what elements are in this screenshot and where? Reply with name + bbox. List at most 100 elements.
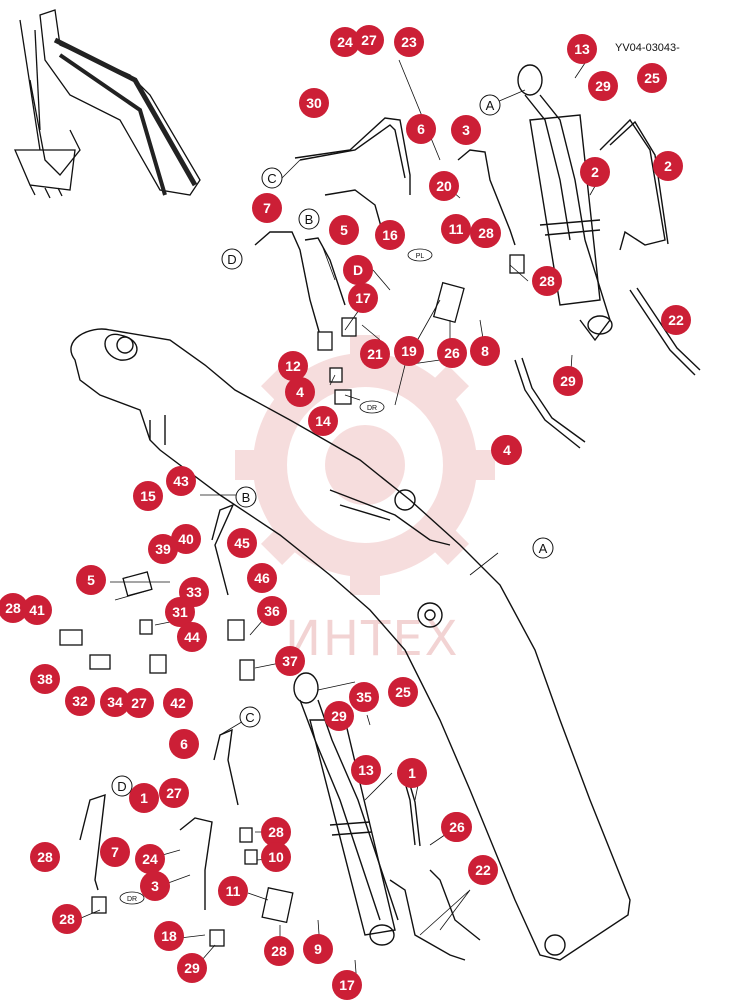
part-callout-11: 11 xyxy=(441,214,471,244)
part-callout-7: 7 xyxy=(252,193,282,223)
callout-circle xyxy=(163,688,193,718)
callout-circle xyxy=(261,842,291,872)
svg-text:DR: DR xyxy=(367,405,377,412)
callout-circle xyxy=(329,215,359,245)
callout-number: 14 xyxy=(315,413,331,429)
callout-number: 28 xyxy=(59,911,75,927)
callout-circle xyxy=(394,27,424,57)
callout-circle xyxy=(100,687,130,717)
part-callout-46: 46 xyxy=(247,563,277,593)
part-callout-25: 25 xyxy=(637,63,667,93)
callout-circle xyxy=(257,596,287,626)
part-callout-24: 24 xyxy=(330,27,360,57)
callout-circle xyxy=(468,855,498,885)
callout-number: 28 xyxy=(539,273,555,289)
part-callout-27: 27 xyxy=(159,778,189,808)
part-callout-4: 4 xyxy=(285,377,315,407)
callout-number: 26 xyxy=(444,345,460,361)
callout-circle xyxy=(588,71,618,101)
callout-number: 43 xyxy=(173,473,189,489)
callout-circle xyxy=(140,871,170,901)
svg-text:A: A xyxy=(539,541,548,556)
part-callout-11: 11 xyxy=(218,876,248,906)
tag-pl: PL xyxy=(407,248,433,262)
callout-circle xyxy=(397,758,427,788)
callout-circle xyxy=(133,481,163,511)
part-callout-21: 21 xyxy=(360,339,390,369)
callout-number: 12 xyxy=(285,358,301,374)
part-callout-2: 2 xyxy=(653,151,683,181)
ref-d-lower: D xyxy=(111,775,133,797)
part-callout-28: 28 xyxy=(532,266,562,296)
ref-d-upper: D xyxy=(221,248,243,270)
callout-number: 30 xyxy=(306,95,322,111)
callout-number: 28 xyxy=(37,849,53,865)
callout-circle xyxy=(354,25,384,55)
callout-number: 6 xyxy=(180,736,188,752)
valve-blocks-and-fittings xyxy=(59,254,525,947)
callout-circle xyxy=(166,466,196,496)
callout-circle xyxy=(177,622,207,652)
callout-number: 28 xyxy=(5,600,21,616)
part-callout-13: 13 xyxy=(567,34,597,64)
svg-text:D: D xyxy=(117,779,126,794)
part-number-callouts: 242723132529306320227516281128D281712211… xyxy=(0,25,691,1000)
callout-circle xyxy=(429,171,459,201)
callout-circle xyxy=(470,336,500,366)
callout-number: 16 xyxy=(382,227,398,243)
callout-number: 15 xyxy=(140,488,156,504)
part-callout-14: 14 xyxy=(308,406,338,436)
part-callout-5: 5 xyxy=(329,215,359,245)
part-callout-28: 28 xyxy=(0,593,28,623)
callout-circle xyxy=(351,755,381,785)
callout-number: 25 xyxy=(644,70,660,86)
upper-boom-cylinder xyxy=(517,64,613,342)
callout-number: 38 xyxy=(37,671,53,687)
part-callout-13: 13 xyxy=(351,755,381,785)
callout-circle xyxy=(285,377,315,407)
part-callout-39: 39 xyxy=(148,534,178,564)
part-callout-5: 5 xyxy=(76,565,106,595)
boom-outline xyxy=(70,328,631,961)
lower-boom-cylinder xyxy=(293,672,399,946)
svg-text:PL: PL xyxy=(416,253,425,260)
ref-c-upper: C xyxy=(261,167,283,189)
callout-number: 41 xyxy=(29,602,45,618)
part-callout-7: 7 xyxy=(100,837,130,867)
part-callout-38: 38 xyxy=(30,664,60,694)
callout-circle xyxy=(129,783,159,813)
callout-circle xyxy=(0,593,28,623)
part-callout-1: 1 xyxy=(129,783,159,813)
callout-circle xyxy=(177,953,207,983)
callout-circle xyxy=(375,220,405,250)
callout-circle xyxy=(275,646,305,676)
callout-circle xyxy=(348,283,378,313)
part-callout-28: 28 xyxy=(261,817,291,847)
ref-a-upper: A xyxy=(479,94,501,116)
part-callout-27: 27 xyxy=(124,688,154,718)
callout-circle xyxy=(52,904,82,934)
callout-circle xyxy=(492,435,522,465)
callout-circle xyxy=(388,677,418,707)
callout-number: 29 xyxy=(560,373,576,389)
callout-circle xyxy=(471,218,501,248)
callout-number: 28 xyxy=(271,943,287,959)
callout-number: 10 xyxy=(268,849,284,865)
callout-number: 4 xyxy=(296,384,304,400)
part-callout-18: 18 xyxy=(154,921,184,951)
callout-circle xyxy=(261,817,291,847)
callout-circle xyxy=(148,534,178,564)
callout-circle xyxy=(637,63,667,93)
drawing-code: YV04-03043- xyxy=(615,42,680,54)
callout-circle xyxy=(442,812,472,842)
callout-circle xyxy=(661,305,691,335)
callout-circle xyxy=(159,778,189,808)
callout-number: 29 xyxy=(595,78,611,94)
callout-circle xyxy=(343,255,373,285)
callout-number: 27 xyxy=(166,785,182,801)
callout-circle xyxy=(332,970,362,1000)
callout-number: 11 xyxy=(226,883,241,899)
part-callout-3: 3 xyxy=(140,871,170,901)
part-callout-44: 44 xyxy=(177,622,207,652)
